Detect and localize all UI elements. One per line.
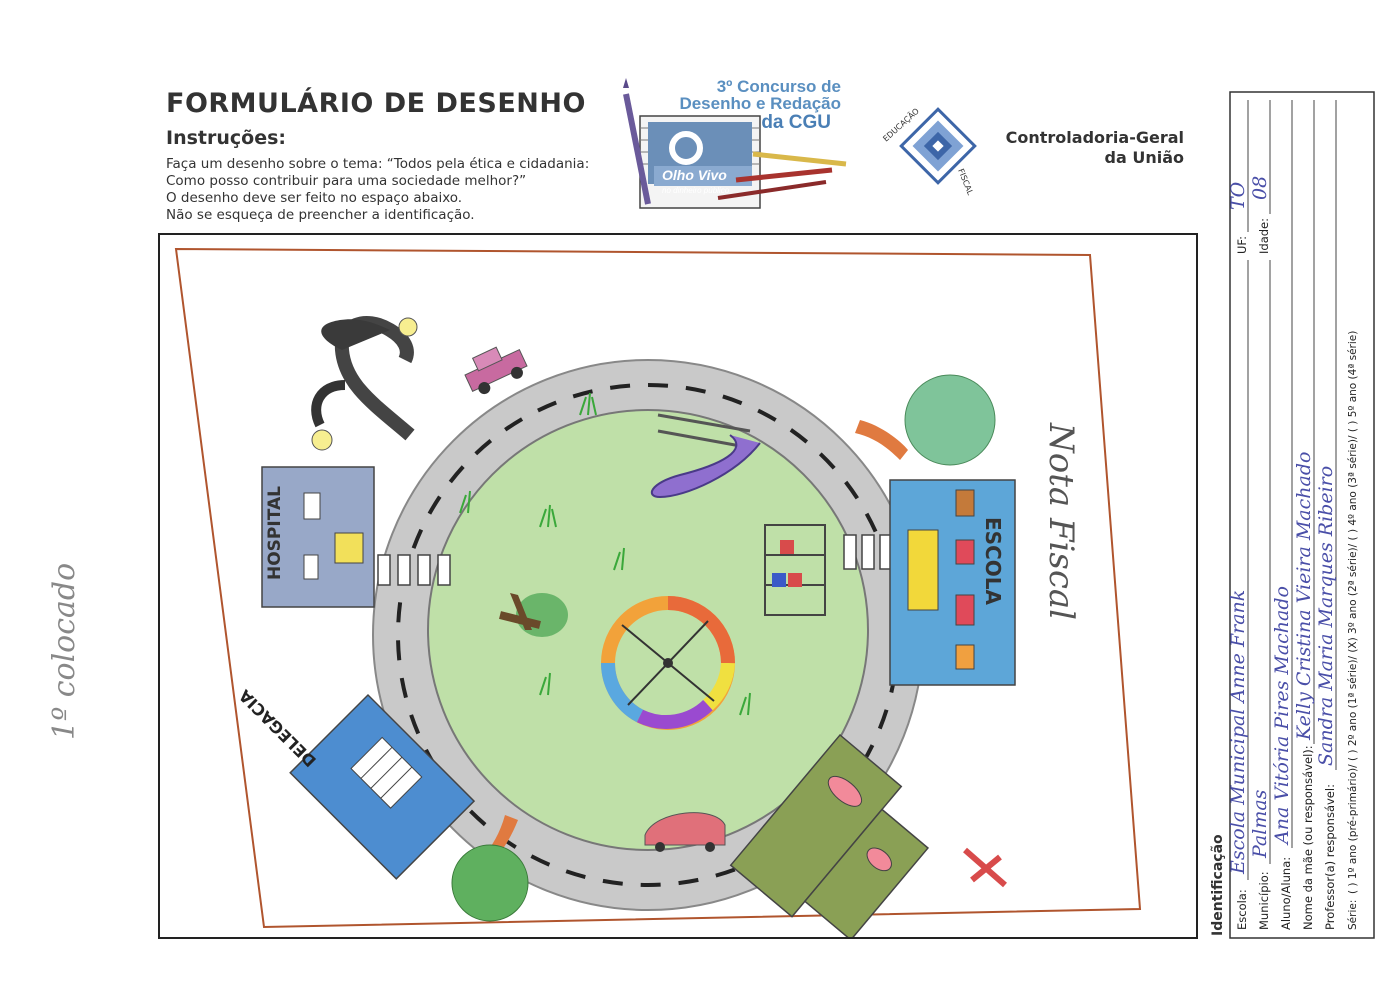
crosswalk-right (843, 534, 893, 570)
tree-bottom-left (451, 815, 529, 922)
contest-logo: Olho Vivo no dinheiro público (623, 78, 847, 209)
instruction-line: O desenho deve ser feito no espaço abaix… (166, 190, 463, 206)
cgu-line-1: Controladoria-Geral (1005, 128, 1184, 147)
tree-top-right (855, 374, 996, 466)
uf-value: TO (1227, 181, 1249, 210)
car-bottom (644, 812, 726, 852)
cgu-name: Controladoria-Geral da União (1000, 128, 1184, 168)
escola-value: Escola Municipal Anne Frank (1227, 590, 1249, 875)
cross-symbol (963, 847, 1007, 888)
municipio-field-label: Município: (1257, 871, 1271, 930)
hospital: HOSPITAL (261, 466, 375, 608)
educacao-fiscal-logo: EDUCAÇÃO FISCAL (881, 106, 977, 196)
child-drawing: HOSPITAL ESCOLA Nota Fiscal DELEGACIA (174, 247, 1142, 937)
instruction-line: Faça um desenho sobre o tema: “Todos pel… (166, 156, 590, 172)
professor-field-label: Professor(a) responsável: (1323, 784, 1337, 930)
contest-logo-text: 3º Concurso de Desenho e Redação da CGU (636, 78, 841, 134)
serie-options: ( ) 1º ano (pré-primário)/ ( ) 2º ano (1… (1347, 331, 1359, 894)
instruction-line: Como posso contribuir para uma sociedade… (166, 173, 527, 189)
instruction-line: Não se esqueça de preencher a identifica… (166, 207, 475, 223)
aluno-value: Ana Vitória Pires Machado (1271, 586, 1293, 846)
mae-field-label: Nome da mãe (ou responsável): (1301, 745, 1315, 930)
contest-line-3: da CGU (761, 112, 831, 133)
contest-line-1: 3º Concurso de (716, 77, 841, 96)
form-title: FORMULÁRIO DE DESENHO (166, 88, 586, 119)
crosswalk-left (377, 554, 451, 586)
nota-fiscal-label: Nota Fiscal (1041, 422, 1081, 620)
drawing-frame (158, 233, 1198, 939)
olho-vivo-subtitle: no dinheiro público (662, 186, 730, 195)
aluno-field-label: Aluno/Aluna: (1279, 857, 1293, 930)
instructions-heading: Instruções: (166, 127, 286, 149)
grass-park (427, 409, 869, 851)
color-wheel (601, 596, 735, 730)
identification-heading: Identificação (1210, 834, 1226, 936)
slide (650, 413, 761, 499)
grass-tufts (459, 392, 751, 716)
church (729, 733, 930, 937)
paper-border (174, 247, 1142, 929)
cgu-line-2: da União (1104, 148, 1184, 167)
idade-field-label: Idade: (1257, 218, 1271, 254)
professor-value: Sandra Maria Marques Ribeiro (1315, 466, 1337, 766)
side-note-text: 1º colocado (47, 563, 82, 740)
side-note: 1º colocado (47, 563, 82, 740)
play-frame (764, 524, 826, 616)
uf-field-label: UF: (1235, 236, 1249, 254)
delegacia-label: DELEGACIA (235, 685, 320, 770)
escola-label: ESCOLA (981, 517, 1005, 605)
car-top (464, 346, 528, 395)
street-lamp (311, 315, 418, 451)
fiscal-bottom-text: FISCAL (956, 167, 975, 196)
identification-box: Identificação Escola: UF: Município: Ida… (1210, 91, 1375, 939)
serie-field-label: Série: (1347, 900, 1359, 930)
escola: ESCOLA (889, 479, 1016, 686)
mae-value: Kelly Cristina Vieira Machado (1293, 452, 1315, 741)
park-tree (499, 593, 568, 637)
olho-vivo-text: Olho Vivo (662, 167, 727, 183)
hospital-label: HOSPITAL (265, 486, 285, 580)
escola-field-label: Escola: (1235, 889, 1249, 930)
idade-value: 08 (1249, 176, 1271, 200)
contest-line-2: Desenho e Redação (679, 94, 841, 113)
municipio-value: Palmas (1249, 789, 1271, 859)
